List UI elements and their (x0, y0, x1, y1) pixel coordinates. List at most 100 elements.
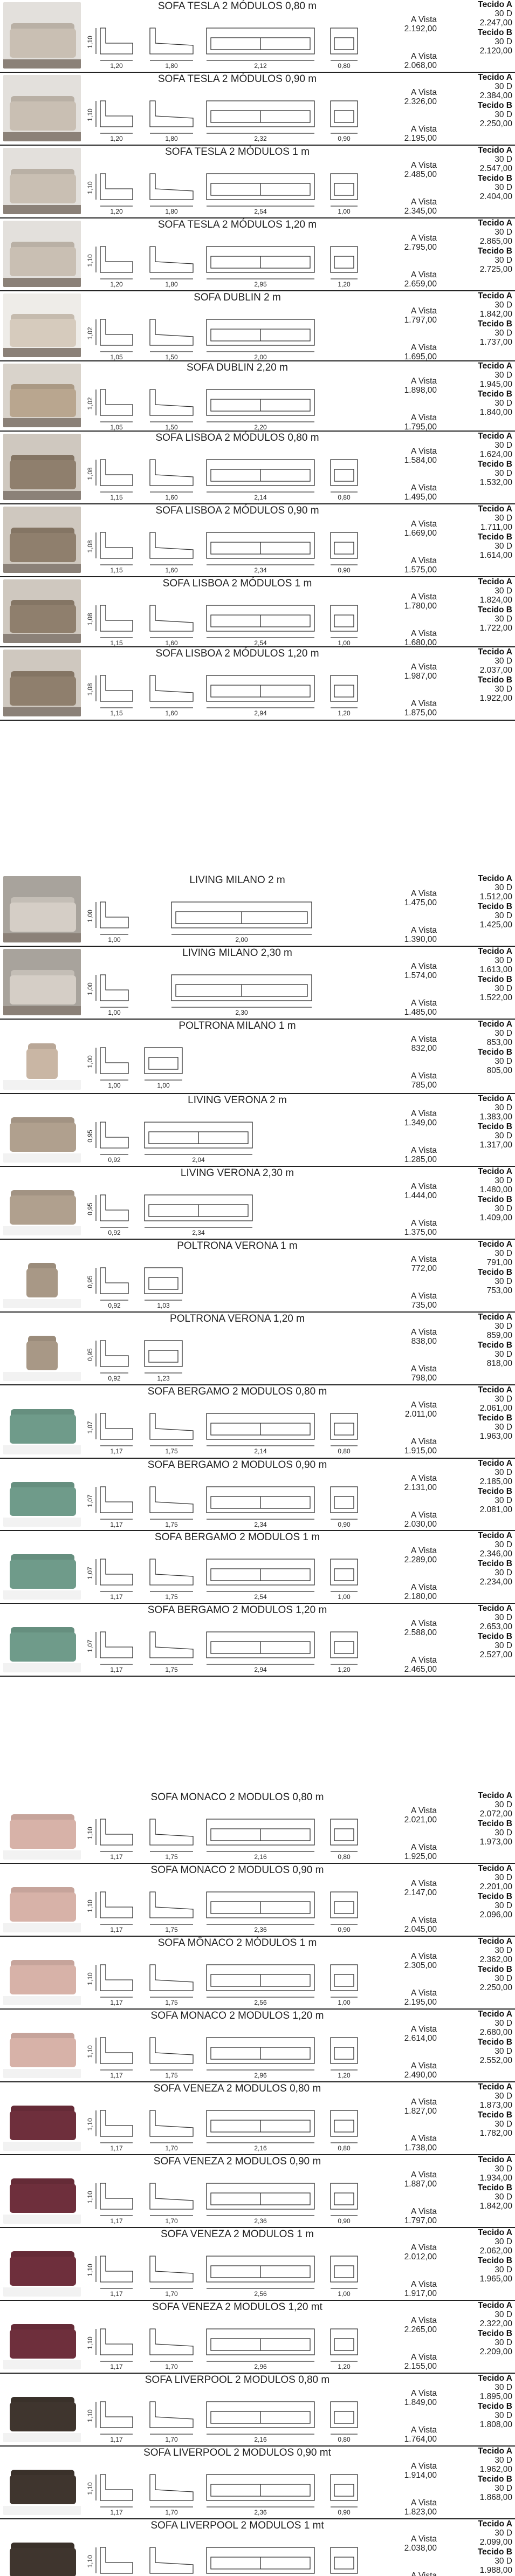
fabric-prices: Tecido A 30 D 2.247,00 Tecido B 30 D 2.1… (447, 0, 512, 56)
fabric-a-label: Tecido A (478, 947, 512, 956)
cash-prices: A Vista 1.914,00 A Vista 1.823,00 (377, 2462, 437, 2517)
cash-prices: A Vista 832,00 A Vista 785,00 (377, 1035, 437, 1090)
height-dim: 1,10 (86, 254, 94, 267)
vista-label: A Vista (411, 2170, 437, 2179)
depth-dim: 1,17 (110, 2290, 123, 2298)
product-photo (3, 1793, 81, 1860)
module-dim: 0,90 (338, 135, 351, 142)
fabric-a-label: Tecido A (478, 1531, 512, 1540)
height-dim: 1,10 (86, 2191, 94, 2204)
cash-prices: A Vista 2.021,00 A Vista 1.925,00 (377, 1806, 437, 1861)
vista-label: A Vista (411, 161, 437, 170)
fabric-b-density: 30 D (495, 1828, 512, 1837)
vista-price-a: 1.849,00 (404, 2398, 437, 2407)
fabric-b-label: Tecido B (477, 2474, 512, 2484)
fabric-b-density: 30 D (495, 328, 512, 338)
fabric-a-density: 30 D (495, 155, 512, 165)
fabric-a-price: 2.653,00 (479, 1622, 512, 1632)
vista-price-b: 2.068,00 (404, 61, 437, 70)
product-title: SOFA VENEZA 2 MODULOS 1,20 mt (152, 2301, 322, 2313)
depth-dim: 0,92 (108, 1302, 121, 1309)
fabric-a-price: 2.322,00 (479, 2319, 512, 2329)
module-dim: 0,90 (338, 2509, 351, 2516)
vista-label: A Vista (411, 125, 437, 134)
product-title: SOFA VENEZA 2 MODULOS 0,80 m (153, 2083, 321, 2094)
fabric-prices: Tecido A 30 D 2.322,00 Tecido B 30 D 2.2… (447, 2301, 512, 2356)
fabric-b-label: Tecido B (477, 974, 512, 984)
cash-prices: A Vista 1.584,00 A Vista 1.495,00 (377, 447, 437, 502)
vista-price-a: 2.147,00 (404, 1888, 437, 1897)
product-title: SOFA DUBLIN 2,20 m (187, 362, 288, 373)
fabric-prices: Tecido A 30 D 1.624,00 Tecido B 30 D 1.5… (447, 432, 512, 487)
height-dim: 1,07 (86, 1639, 94, 1652)
fabric-b-density: 30 D (495, 2483, 512, 2493)
vista-label: A Vista (411, 1182, 437, 1191)
height-dim: 1,08 (86, 683, 94, 696)
vista-label: A Vista (411, 2425, 437, 2435)
fabric-a-price: 1.934,00 (479, 2174, 512, 2183)
fabric-b-label: Tecido B (477, 532, 512, 542)
fabric-a-price: 1.383,00 (479, 1112, 512, 1122)
product-photo (3, 1866, 81, 1932)
vista-label: A Vista (411, 1511, 437, 1520)
product-photo (3, 364, 81, 427)
fabric-a-label: Tecido A (478, 2155, 512, 2164)
vista-price-b: 1.575,00 (404, 565, 437, 575)
vista-price-b: 1.823,00 (404, 2507, 437, 2517)
vista-label: A Vista (411, 1219, 437, 1228)
fabric-a-label: Tecido A (478, 432, 512, 441)
vista-label: A Vista (411, 926, 437, 935)
fabric-prices: Tecido A 30 D 1.383,00 Tecido B 30 D 1.3… (447, 1094, 512, 1150)
product-photo (3, 1533, 81, 1600)
fabric-a-label: Tecido A (478, 0, 512, 9)
depth-dim: 1,15 (110, 709, 123, 717)
height-dim: 1,10 (86, 1899, 94, 1912)
fabric-a-density: 30 D (495, 1540, 512, 1550)
product-photo (3, 2012, 81, 2078)
fabric-a-price: 2.865,00 (479, 237, 512, 247)
depth-dim: 1,00 (108, 936, 121, 944)
depth-dim: 0,92 (108, 1229, 121, 1236)
fabric-b-price: 1.840,00 (479, 408, 512, 418)
product-title: SOFA MONACO 2 MODULOS 0,80 m (150, 1792, 324, 1803)
fabric-a-price: 1.613,00 (479, 965, 512, 975)
module-dim: 0,90 (338, 1521, 351, 1528)
cash-prices: A Vista 2.795,00 A Vista 2.659,00 (377, 234, 437, 289)
vista-label: A Vista (411, 270, 437, 279)
vista-label: A Vista (411, 1035, 437, 1044)
fabric-a-price: 2.201,00 (479, 1882, 512, 1892)
cash-prices: A Vista 2.289,00 A Vista 2.180,00 (377, 1546, 437, 1601)
fabric-a-density: 30 D (495, 2164, 512, 2174)
vista-label: A Vista (411, 1474, 437, 1483)
vista-price-a: 1.827,00 (404, 2107, 437, 2116)
fabric-b-density: 30 D (495, 1422, 512, 1432)
vista-price-a: 2.795,00 (404, 243, 437, 252)
fabric-b-price: 1.722,00 (479, 624, 512, 633)
vista-label: A Vista (411, 2571, 437, 2576)
vista-price-a: 1.349,00 (404, 1118, 437, 1128)
height-dim: 1,10 (86, 2555, 94, 2568)
fabric-b-price: 1.532,00 (479, 478, 512, 488)
vista-price-b: 798,00 (411, 1374, 437, 1383)
depth-dim: 1,15 (110, 639, 123, 647)
depth-dim: 1,17 (110, 2509, 123, 2516)
product-photo (3, 434, 81, 500)
width-dim: 2,12 (254, 62, 267, 70)
vista-price-b: 1.375,00 (404, 1228, 437, 1237)
depth-dim: 1,17 (110, 2363, 123, 2370)
vista-label: A Vista (411, 88, 437, 97)
